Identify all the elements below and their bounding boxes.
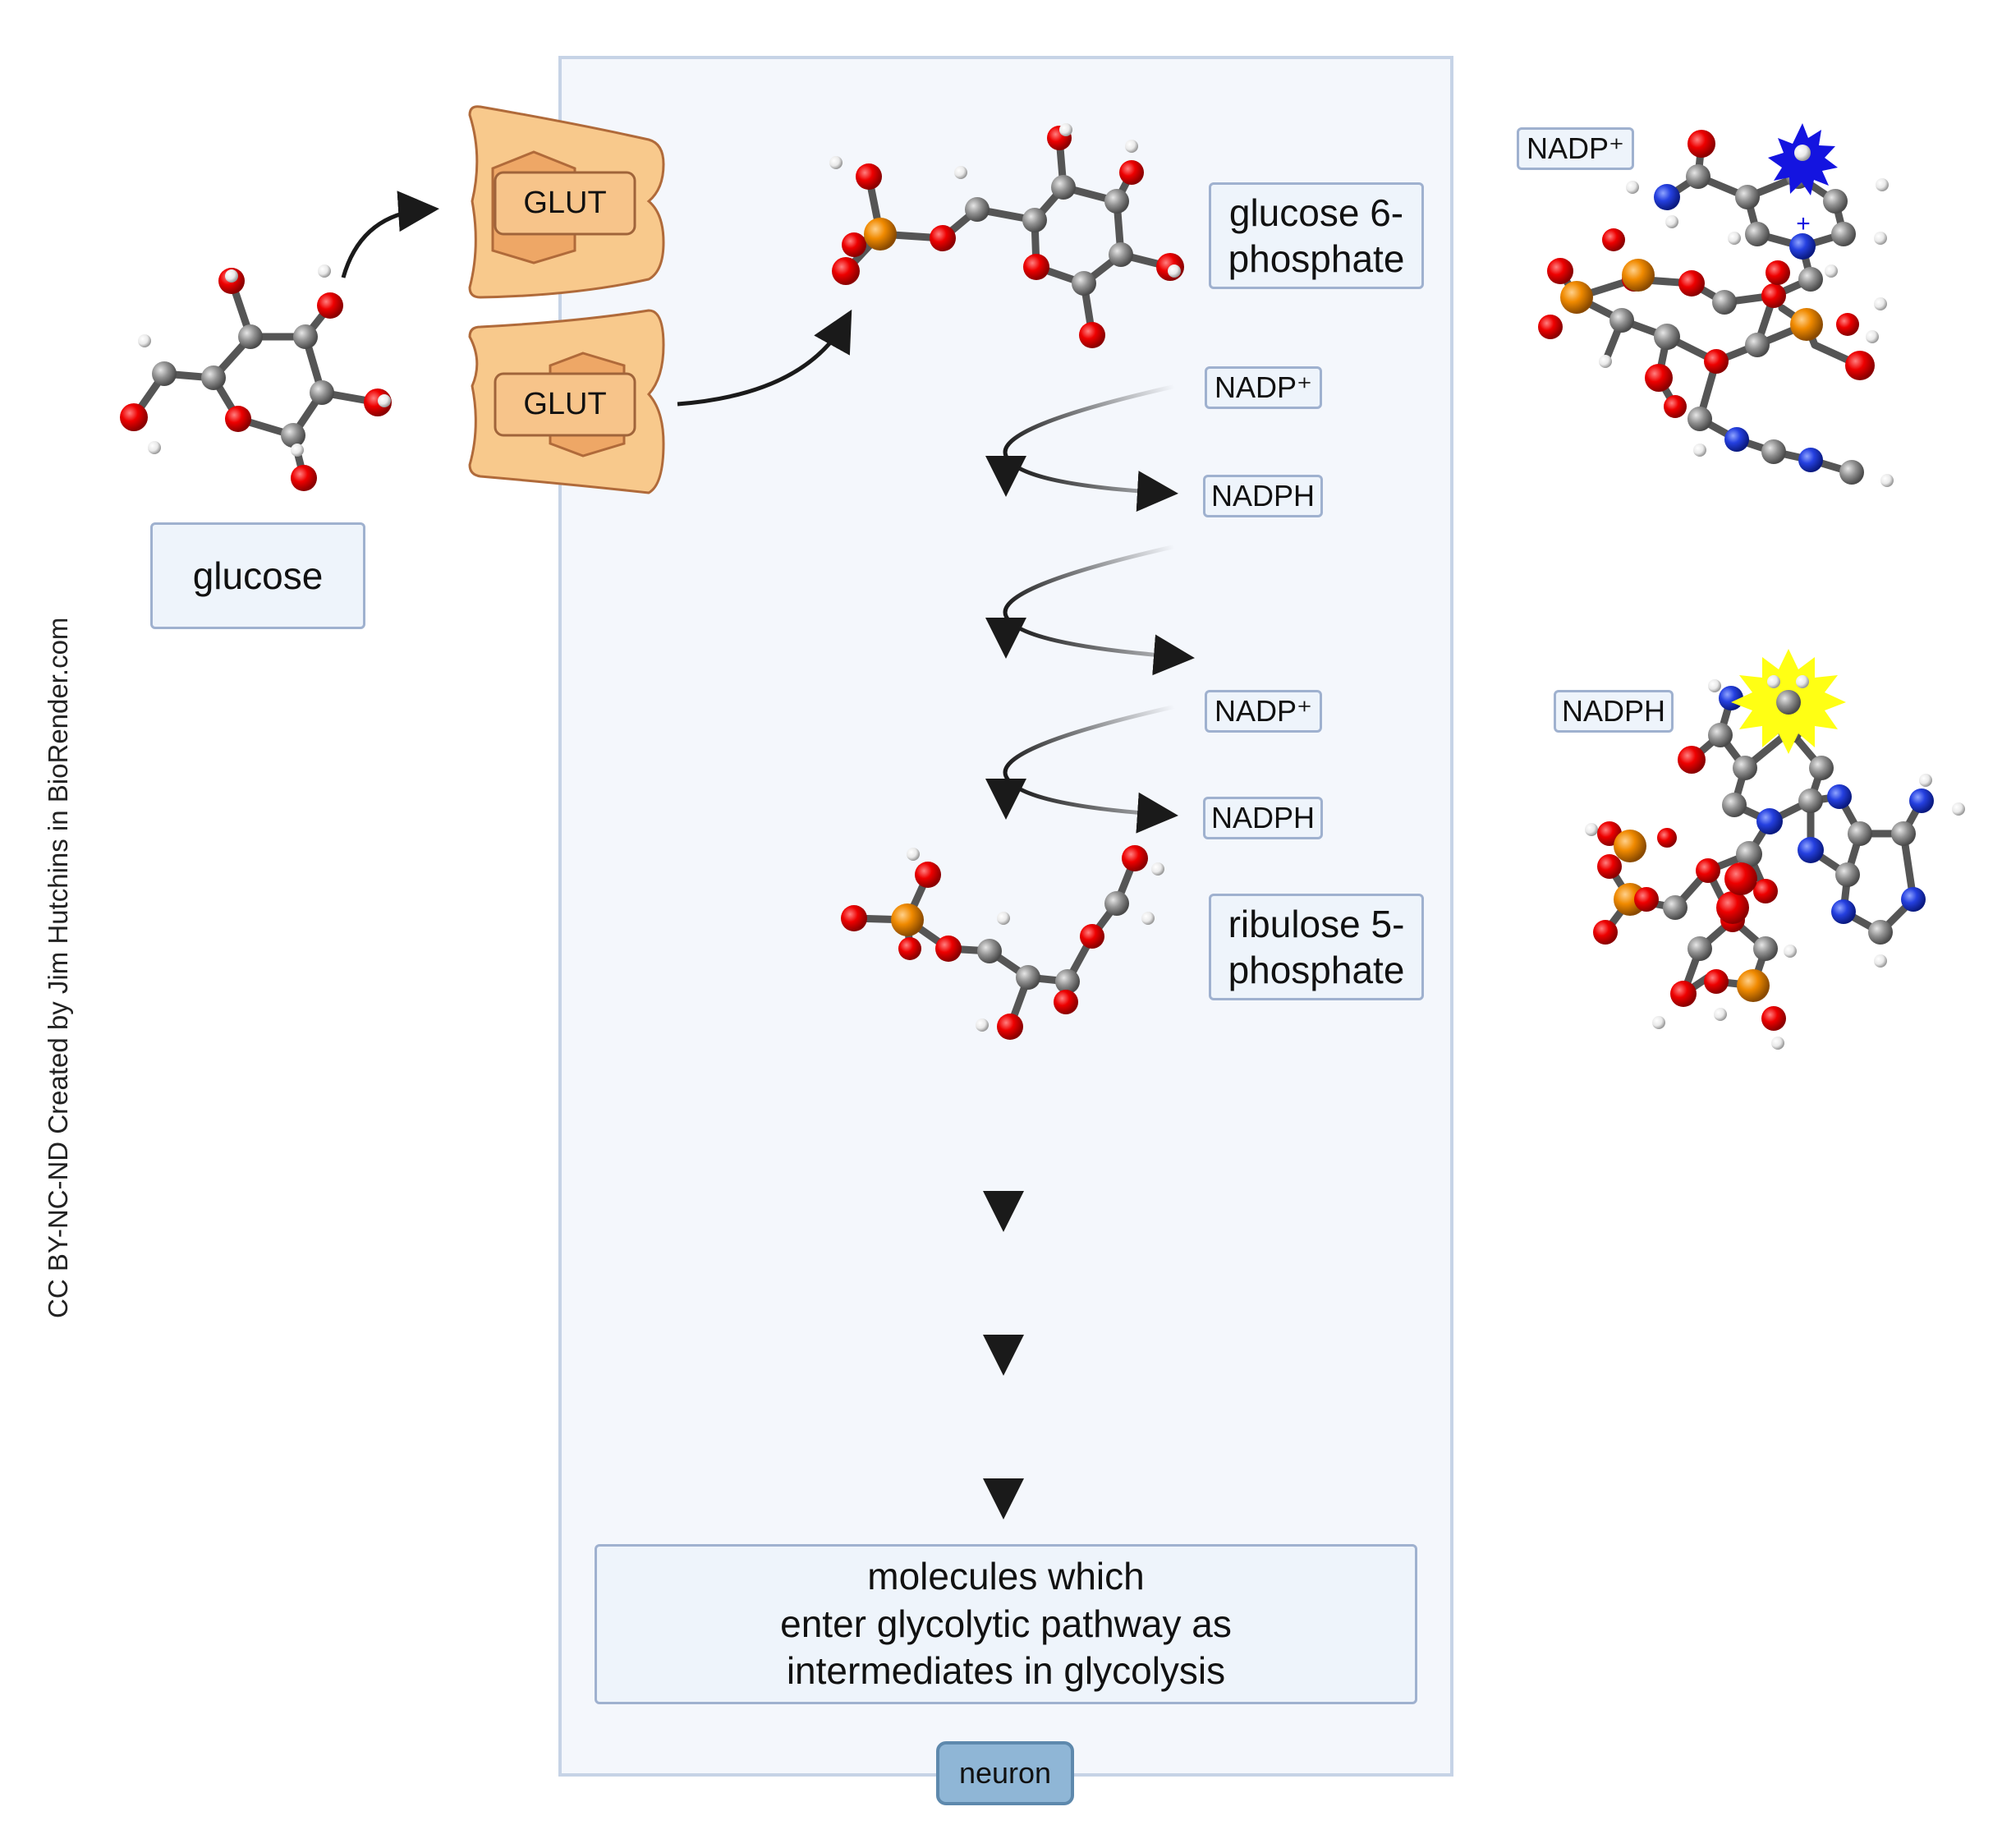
- nadph-molecule: [1585, 649, 1965, 1050]
- glut-transporter-2: [468, 309, 665, 494]
- nadp-plus-molecule: +: [1538, 123, 1894, 487]
- glut-transporter-1: [468, 105, 665, 299]
- glut-label-2: GLUT: [523, 387, 607, 421]
- glucose-molecule: [120, 264, 392, 491]
- arrow-glucose-to-glut: [341, 191, 439, 278]
- neuron-label: neuron: [936, 1741, 1074, 1805]
- ribulose-5-phosphate-molecule: [841, 845, 1164, 1040]
- nadph-reference-label: NADPH: [1554, 690, 1674, 733]
- cofactor-nadph-out-1: NADPH: [1203, 475, 1323, 517]
- pathway-step-3: [985, 700, 1178, 834]
- ribulose-5-phosphate-label: ribulose 5- phosphate: [1209, 894, 1424, 1000]
- svg-text:+: +: [1796, 210, 1811, 237]
- credit-line: CC BY-NC-ND Created by Jim Hutchins in B…: [43, 617, 73, 1318]
- glucose-label: glucose: [150, 522, 365, 629]
- pathway-step-1: [985, 379, 1178, 513]
- glucose-6-phosphate-molecule: [829, 123, 1184, 348]
- glycolysis-intermediates-box: molecules which enter glycolytic pathway…: [595, 1544, 1417, 1704]
- cofactor-nadp-in-3: NADP⁺: [1205, 690, 1322, 733]
- glut-label-1: GLUT: [523, 186, 607, 220]
- arrow-glut-to-g6p: [677, 309, 852, 407]
- pathway-step-2: [985, 540, 1195, 676]
- cofactor-nadph-out-3: NADPH: [1203, 797, 1323, 839]
- glucose-6-phosphate-label: glucose 6- phosphate: [1209, 182, 1424, 289]
- nadp-plus-reference-label: NADP⁺: [1517, 127, 1634, 170]
- cofactor-nadp-in-1: NADP⁺: [1205, 366, 1322, 409]
